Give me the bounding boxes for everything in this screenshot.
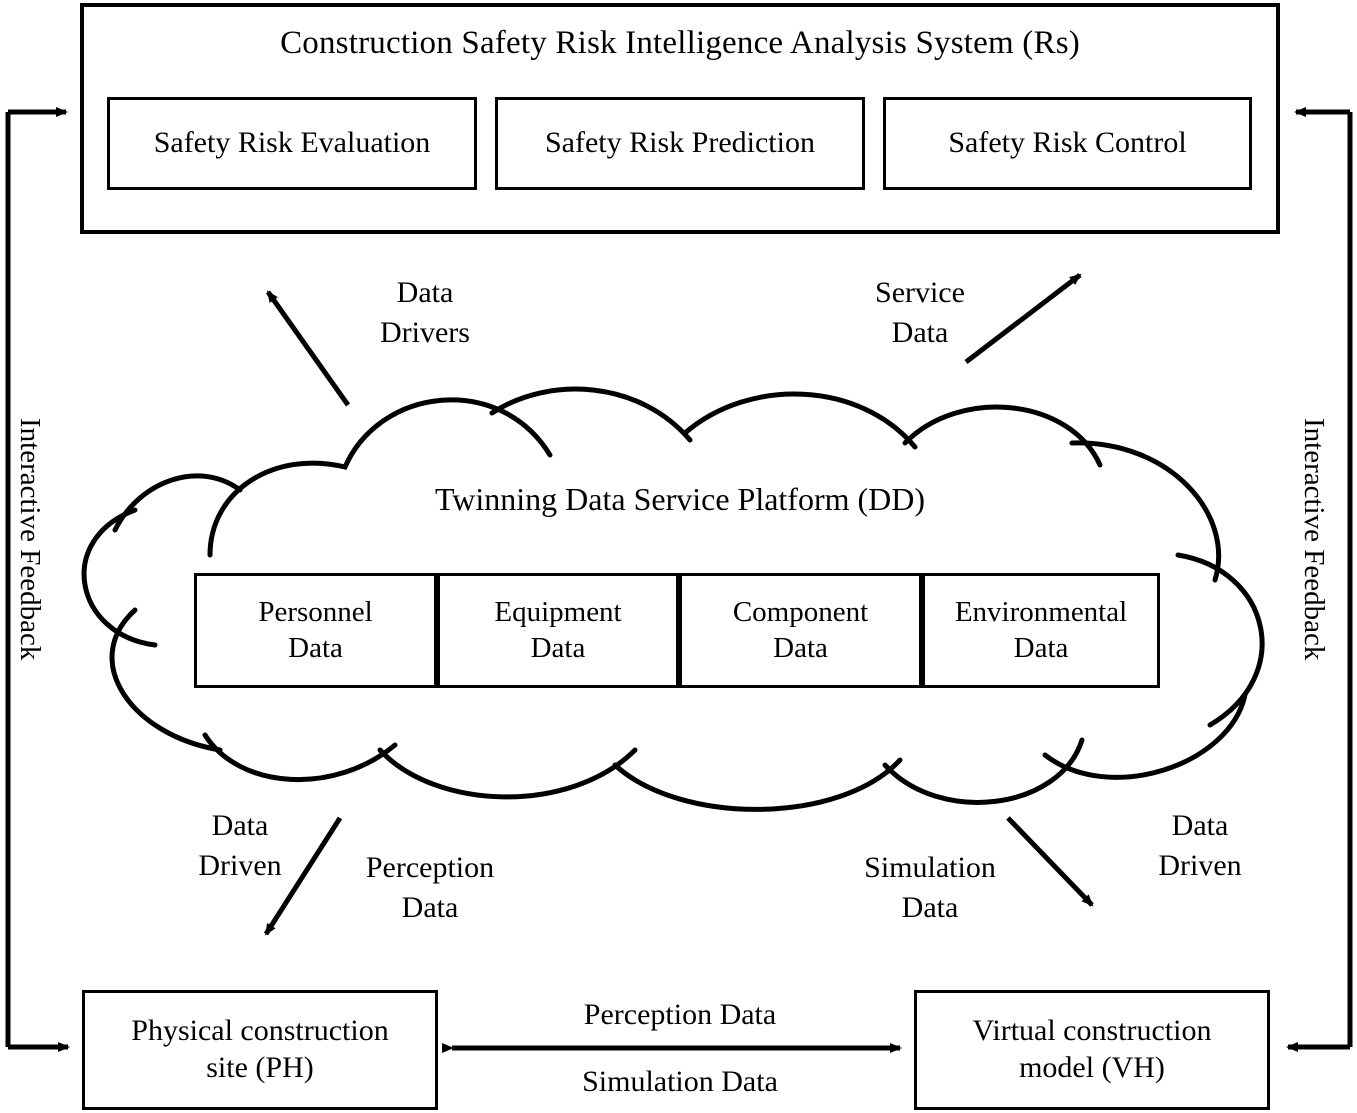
data-box-line1: Equipment (494, 596, 622, 629)
rs-system-title: Construction Safety Risk Intelligence An… (280, 25, 1080, 61)
data-box-line2: Data (288, 631, 343, 664)
node-virtual-construction-model[interactable]: Virtual construction model (VH) (914, 990, 1270, 1110)
label-line: Driven (1158, 848, 1242, 882)
data-box-personnel-data[interactable]: Personnel Data (194, 573, 437, 688)
right-feedback-loop (1286, 107, 1353, 1052)
rs-module-safety-risk-prediction[interactable]: Safety Risk Prediction (495, 97, 865, 190)
label-simulation-data-middle: Simulation Data (582, 1065, 778, 1098)
data-drivers-arrow (265, 290, 351, 407)
simulation-data-arrow (1006, 816, 1094, 907)
data-box-line1: Environmental (954, 596, 1128, 629)
data-box-component-data[interactable]: Component Data (679, 573, 922, 688)
label-interactive-feedback-left: Interactive Feedback (14, 418, 46, 661)
perception-data-arrow (263, 816, 343, 936)
rs-module-safety-risk-evaluation[interactable]: Safety Risk Evaluation (107, 97, 477, 190)
node-label-line2: site (PH) (206, 1051, 314, 1084)
rs-module-label: Safety Risk Control (948, 126, 1187, 160)
data-box-equipment-data[interactable]: Equipment Data (437, 573, 679, 688)
label-line: Data (211, 809, 269, 842)
cloud-title: Twinning Data Service Platform (DD) (434, 481, 926, 517)
label-line: Data (396, 276, 454, 309)
label-line: Data (891, 315, 949, 349)
service-data-arrow (964, 273, 1082, 364)
rs-system-container: Construction Safety Risk Intelligence An… (80, 3, 1280, 234)
data-box-line2: Data (530, 631, 586, 664)
data-box-line1: Personnel (258, 596, 373, 629)
node-label-line1: Virtual construction (972, 1014, 1212, 1048)
label-line: Driven (198, 848, 282, 882)
twinning-data-platform-cloud (81, 386, 1265, 812)
rs-module-label: Safety Risk Evaluation (153, 126, 431, 160)
label-line: Drivers (380, 315, 470, 349)
left-feedback-loop (5, 107, 70, 1052)
label-perception-data-middle: Perception Data (583, 998, 777, 1031)
data-box-line2: Data (1013, 631, 1069, 664)
label-line: Service (875, 276, 965, 309)
label-line: Data (901, 890, 959, 924)
node-label-line1: Physical construction (131, 1014, 389, 1048)
data-box-line2: Data (773, 631, 828, 664)
label-line: Data (401, 890, 459, 924)
label-line: Simulation (864, 851, 996, 884)
node-physical-construction-site[interactable]: Physical construction site (PH) (82, 990, 438, 1110)
rs-module-label: Safety Risk Prediction (545, 126, 815, 160)
label-line: Data (1171, 809, 1229, 842)
data-box-environmental-data[interactable]: Environmental Data (922, 573, 1160, 688)
data-box-line1: Component (732, 596, 869, 629)
node-label-line2: model (VH) (1019, 1051, 1165, 1084)
label-line: Perception (365, 851, 495, 884)
rs-module-safety-risk-control[interactable]: Safety Risk Control (883, 97, 1252, 190)
label-interactive-feedback-right: Interactive Feedback (1298, 418, 1330, 661)
